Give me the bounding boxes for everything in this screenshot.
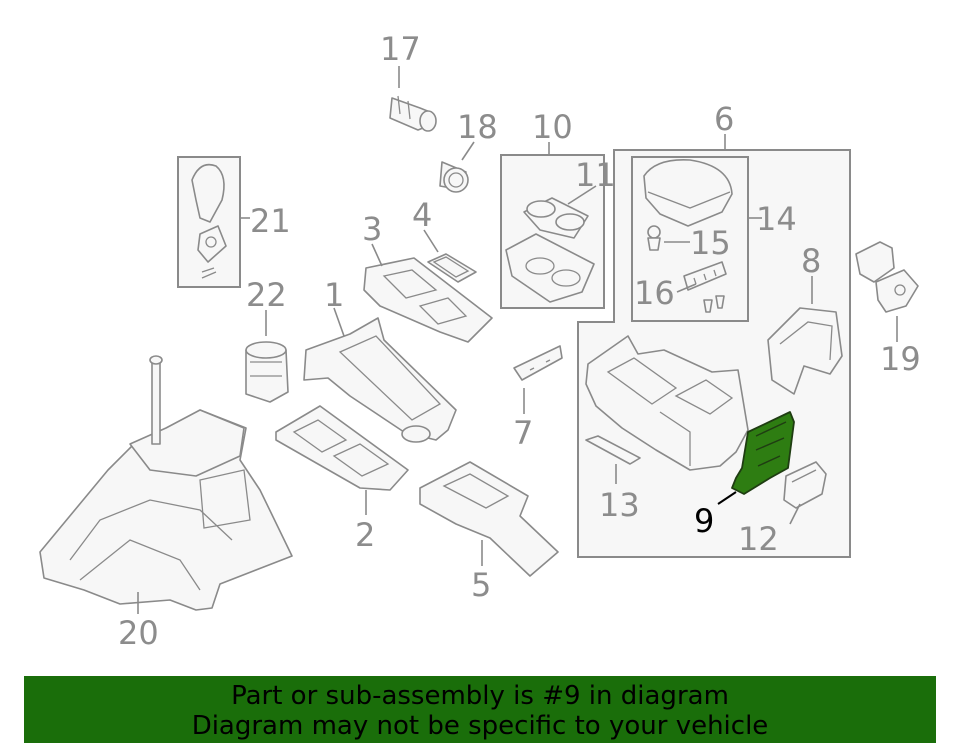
callout-4: 4 bbox=[412, 196, 432, 234]
part-21 bbox=[191, 163, 227, 279]
part-13 bbox=[585, 435, 641, 465]
callout-20: 20 bbox=[118, 614, 159, 652]
leader-lines bbox=[137, 66, 898, 614]
callout-9[interactable]: 9 bbox=[694, 502, 714, 540]
callout-16: 16 bbox=[634, 274, 675, 312]
callout-21: 21 bbox=[250, 202, 291, 240]
info-banner: Part or sub-assembly is #9 in diagram Di… bbox=[24, 676, 936, 743]
part-9[interactable] bbox=[731, 411, 795, 495]
part-3 bbox=[363, 257, 493, 343]
callout-15: 15 bbox=[690, 224, 731, 262]
callout-19: 19 bbox=[880, 340, 921, 378]
part-6 bbox=[585, 335, 749, 471]
callout-numbers: 1 2 3 4 5 6 7 8 9 10 11 12 13 14 15 16 1… bbox=[118, 30, 921, 652]
part-22 bbox=[245, 341, 289, 403]
part-10 bbox=[505, 233, 595, 303]
callout-18: 18 bbox=[457, 108, 498, 146]
callout-12: 12 bbox=[738, 520, 779, 558]
callout-8: 8 bbox=[801, 242, 821, 280]
callout-11: 11 bbox=[575, 156, 616, 194]
part-14 bbox=[643, 159, 733, 227]
callout-1: 1 bbox=[324, 276, 344, 314]
part-7 bbox=[513, 345, 563, 381]
part-5 bbox=[419, 461, 559, 577]
part-11 bbox=[523, 197, 589, 239]
part-8 bbox=[767, 307, 843, 395]
part-4 bbox=[427, 253, 477, 283]
banner-line-part-number: Part or sub-assembly is #9 in diagram bbox=[231, 681, 729, 711]
callout-5: 5 bbox=[471, 566, 491, 604]
part-18 bbox=[439, 161, 469, 193]
callout-22: 22 bbox=[246, 276, 287, 314]
part-1 bbox=[303, 317, 457, 443]
part-2 bbox=[275, 405, 409, 491]
callout-6: 6 bbox=[714, 100, 734, 138]
part-19 bbox=[855, 241, 919, 313]
callout-3: 3 bbox=[362, 210, 382, 248]
callout-14: 14 bbox=[756, 200, 797, 238]
callout-13: 13 bbox=[599, 486, 640, 524]
callout-17: 17 bbox=[380, 30, 421, 68]
callout-2: 2 bbox=[355, 516, 375, 554]
part-16 bbox=[683, 261, 727, 313]
part-15 bbox=[647, 225, 661, 251]
callout-7: 7 bbox=[513, 414, 533, 452]
part-12 bbox=[783, 461, 827, 509]
banner-line-disclaimer: Diagram may not be specific to your vehi… bbox=[191, 711, 769, 741]
callout-10: 10 bbox=[532, 108, 573, 146]
part-20 bbox=[39, 355, 293, 611]
parts-diagram: 1 2 3 4 5 6 7 8 9 10 11 12 13 14 15 16 1… bbox=[39, 30, 921, 652]
part-17 bbox=[389, 95, 437, 132]
